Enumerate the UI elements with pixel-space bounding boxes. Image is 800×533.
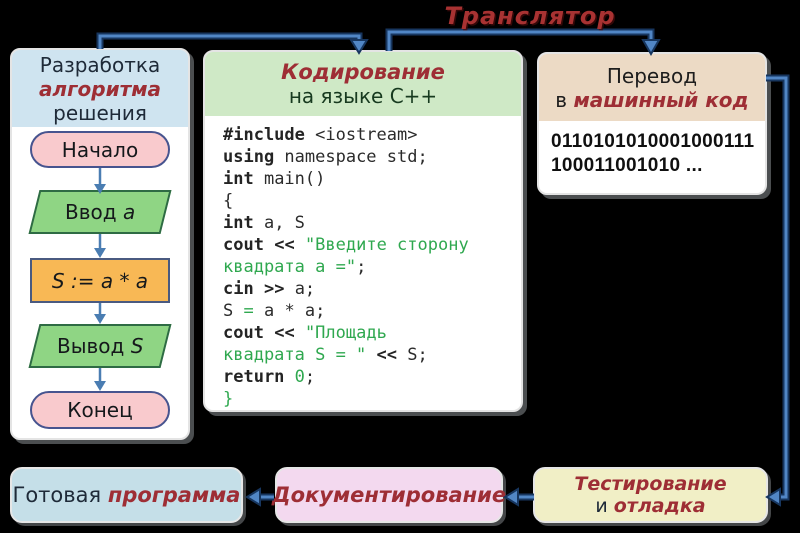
panel-machine-code: Перевод в машинный код 01101010100010001…: [537, 52, 767, 195]
testing-label-line1: Тестирование: [574, 473, 727, 495]
code-line: using namespace std;: [223, 147, 428, 167]
panel-coding: Кодирование на языке C++ #include <iostr…: [203, 50, 523, 412]
algorithm-header-line3: решения: [53, 100, 147, 125]
translator-label: Транслятор: [444, 2, 616, 30]
code-line: {: [223, 191, 234, 211]
testing-label-line2: и отладка: [595, 495, 706, 517]
code-line: cin >> a;: [223, 279, 316, 299]
panel-coding-header: Кодирование на языке C++: [205, 52, 521, 116]
panel-algorithm-header: Разработка алгоритма решения: [12, 50, 188, 127]
code-line: }: [223, 389, 234, 409]
arrow-testing-to-documentation: [503, 487, 534, 507]
binary-line1: 0110101010001000111: [551, 131, 755, 152]
code-line: return 0;: [223, 367, 316, 387]
code-line: S = a * a;: [223, 301, 326, 321]
documentation-label: Документирование: [271, 483, 507, 507]
algorithm-header-line2: алгоритма: [38, 76, 162, 101]
algorithm-header-line1: Разработка: [39, 52, 161, 77]
panel-machine-header: Перевод в машинный код: [539, 54, 765, 121]
flowchart-terminator-end: Конец: [30, 391, 170, 429]
ready-program-label: Готовая программа: [12, 483, 241, 507]
machine-header-line2: в машинный код: [555, 87, 749, 112]
flowchart-input-label: Ввод a: [64, 200, 136, 224]
arrow-machine-to-testing: [765, 74, 790, 507]
code-line: #include <iostream>: [223, 125, 418, 145]
flowchart-io-output: Вывод S: [28, 324, 172, 368]
panel-algorithm: Разработка алгоритма решения: [10, 48, 190, 440]
code-line: квадрата S = " << S;: [223, 345, 428, 365]
flowchart-output-label: Вывод S: [56, 334, 144, 358]
arrow-documentation-to-ready: [245, 487, 274, 507]
coding-header-line2: на языке C++: [288, 84, 438, 108]
binary-line2: 100011001010 ...: [551, 155, 703, 176]
code-line: cout << "Площадь: [223, 323, 387, 343]
flowchart-process-label: S := a * a: [51, 268, 149, 293]
flowchart-end-label: Конец: [67, 398, 133, 422]
code-line: int main(): [223, 169, 326, 189]
box-ready-program: Готовая программа: [10, 467, 243, 523]
flowchart-process: S := a * a: [30, 258, 170, 303]
coding-header-line1: Кодирование: [281, 60, 445, 84]
code-block: #include <iostream>using namespace std;i…: [205, 116, 521, 410]
box-testing-debugging: Тестирование и отладка: [533, 467, 768, 523]
code-line: int a, S: [223, 213, 305, 233]
machine-header-line1: Перевод: [606, 63, 698, 88]
flowchart-terminator-start: Начало: [30, 131, 170, 168]
code-line: квадрата a =";: [223, 257, 367, 277]
binary-code-block: 0110101010001000111 100011001010 ...: [539, 121, 765, 178]
box-documentation: Документирование: [271, 467, 507, 523]
flowchart-io-input: Ввод a: [28, 190, 172, 234]
flowchart-start-label: Начало: [61, 137, 139, 162]
code-line: cout << "Введите сторону: [223, 235, 469, 255]
